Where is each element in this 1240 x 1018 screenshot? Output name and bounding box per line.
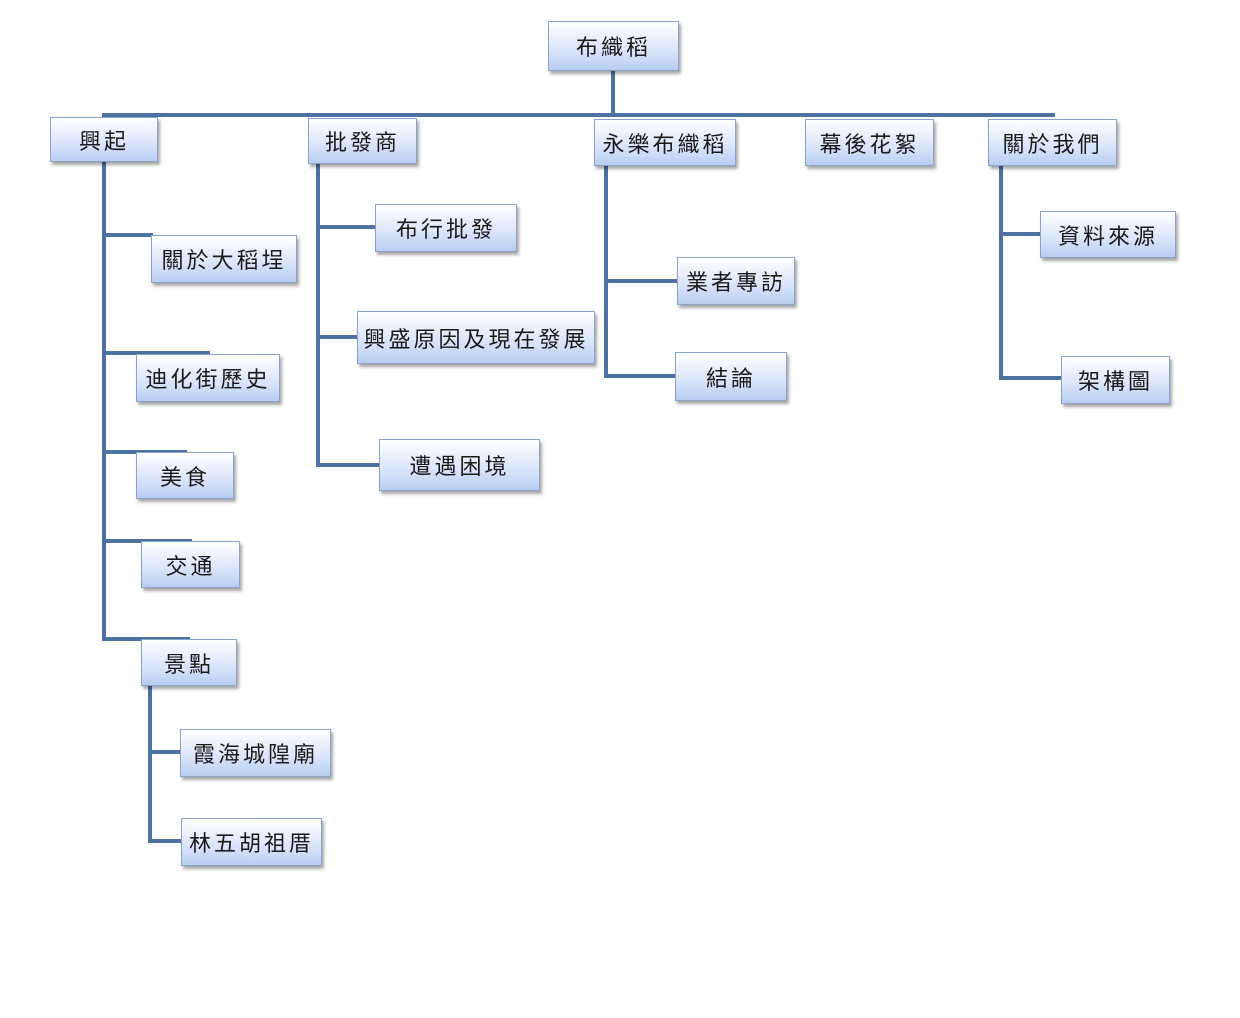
node-interviews[interactable]: 業者專訪 <box>677 257 795 305</box>
node-sources-label: 資料來源 <box>1057 224 1158 250</box>
branch-rise[interactable]: 興起 <box>50 117 158 162</box>
node-about-dadaocheng[interactable]: 關於大稻埕 <box>151 235 297 283</box>
node-about-dadaocheng-label: 關於大稻埕 <box>161 249 287 274</box>
root-node[interactable]: 布織稻 <box>548 21 679 71</box>
node-difficulties[interactable]: 遭遇困境 <box>379 439 540 491</box>
node-sitemap[interactable]: 架構圖 <box>1061 356 1170 404</box>
node-cloth-wholesale[interactable]: 布行批發 <box>375 204 517 252</box>
node-food-label: 美食 <box>159 465 210 491</box>
node-lin-wuhu-temple-label: 林五胡祖厝 <box>188 832 314 857</box>
node-prosperity[interactable]: 興盛原因及現在發展 <box>357 311 595 364</box>
node-conclusion-label: 結論 <box>705 366 756 392</box>
root-label: 布織稻 <box>575 36 651 61</box>
node-food[interactable]: 美食 <box>136 452 234 499</box>
node-dihua-history-label: 迪化街歷史 <box>145 368 271 393</box>
node-dihua-history[interactable]: 迪化街歷史 <box>136 354 280 402</box>
node-attractions[interactable]: 景點 <box>141 639 237 686</box>
branch-wholesalers-label: 批發商 <box>324 131 400 156</box>
node-sources[interactable]: 資料來源 <box>1040 211 1176 258</box>
node-lin-wuhu-temple[interactable]: 林五胡祖厝 <box>181 818 322 866</box>
node-difficulties-label: 遭遇困境 <box>409 455 510 480</box>
branch-yongle-label: 永樂布織稻 <box>602 132 728 158</box>
branch-behind-scenes-label: 幕後花絮 <box>819 132 920 158</box>
node-prosperity-label: 興盛原因及現在發展 <box>363 327 589 353</box>
node-attractions-label: 景點 <box>163 652 214 678</box>
node-sitemap-label: 架構圖 <box>1077 370 1153 395</box>
node-interviews-label: 業者專訪 <box>685 271 786 296</box>
branch-behind-scenes[interactable]: 幕後花絮 <box>805 119 934 166</box>
node-transport-label: 交通 <box>165 554 216 580</box>
branch-about-us-label: 關於我們 <box>1002 132 1103 158</box>
node-xiahai-temple-label: 霞海城隍廟 <box>192 743 318 768</box>
node-conclusion[interactable]: 結論 <box>675 352 787 401</box>
branch-yongle[interactable]: 永樂布織稻 <box>594 119 736 166</box>
node-transport[interactable]: 交通 <box>141 541 240 588</box>
branch-wholesalers[interactable]: 批發商 <box>308 118 417 164</box>
branch-rise-label: 興起 <box>78 129 129 155</box>
node-cloth-wholesale-label: 布行批發 <box>395 218 496 243</box>
node-xiahai-temple[interactable]: 霞海城隍廟 <box>180 729 331 777</box>
branch-about-us[interactable]: 關於我們 <box>988 119 1117 166</box>
